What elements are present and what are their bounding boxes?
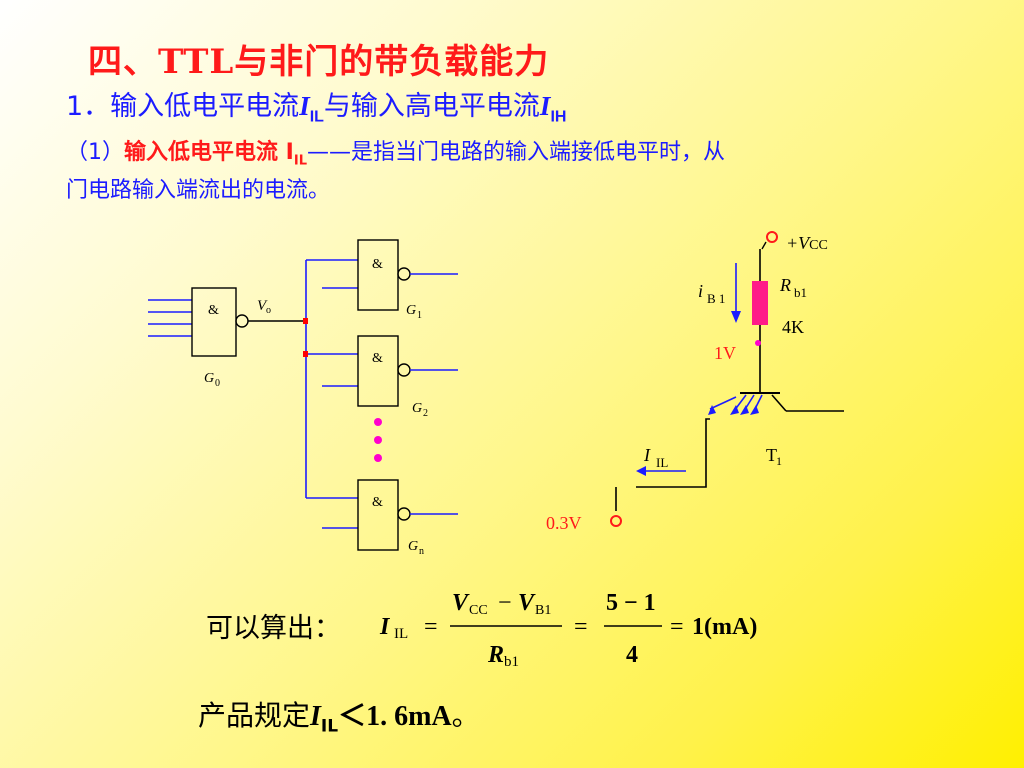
heading-sub2: IH <box>550 108 567 126</box>
gate-g1-symbol: & <box>372 257 383 272</box>
gn-label-sub: n <box>419 546 424 557</box>
gate-g2 <box>357 335 399 407</box>
g1-label-sub: 1 <box>417 310 422 321</box>
rb1-resistor <box>752 281 768 325</box>
iil-arrow-head <box>636 466 646 476</box>
g2-label-sub: 2 <box>423 408 428 419</box>
rb1-label: R <box>779 275 791 295</box>
definition-lead: （1） <box>66 140 124 165</box>
input-voltage: 0.3V <box>546 513 582 533</box>
gate-gn <box>357 479 399 551</box>
gate-g0 <box>191 287 237 357</box>
gate-gn-bubble <box>397 507 411 521</box>
formula-num-a-sub: CC <box>469 603 488 618</box>
node-voltage: 1V <box>714 343 736 363</box>
gate-g0-symbol: & <box>208 303 219 318</box>
note-lead: 产品规定 <box>198 699 311 732</box>
g1-label: G <box>406 303 416 318</box>
ellipsis-dot-3 <box>374 454 382 462</box>
vo-label: V <box>257 298 268 314</box>
g0-input-wires <box>148 299 192 337</box>
iil-formula: I IL = V CC − V B1 R b1 = 5 − 1 4 = 1(mA… <box>379 590 757 670</box>
definition-term: 输入低电平电流 I <box>124 140 294 165</box>
note-value: ＜1. 6mA <box>338 701 452 732</box>
iil-label-sub: IL <box>656 455 668 470</box>
spec-note: 产品规定IIL＜1. 6mA。 <box>198 694 480 737</box>
formula-num-a: V <box>452 590 470 616</box>
ellipsis-dot-2 <box>374 436 382 444</box>
vo-label-sub: o <box>266 305 271 316</box>
formula-eq-2: = <box>574 614 588 640</box>
g0-label-sub: 0 <box>215 378 220 389</box>
t1-collector <box>771 394 787 412</box>
junction-dot-1 <box>303 318 308 324</box>
ib1-label: i <box>698 281 703 301</box>
definition-rest1: ——是指当门电路的输入端接低电平时，从 <box>306 140 725 165</box>
input-wire <box>636 418 710 488</box>
input-stage-diagram: +VCC R b1 4K i B 1 1V T 1 I IL 0.3V <box>546 231 844 533</box>
r-value: 4K <box>782 317 804 337</box>
t1-emitter-arrows <box>708 405 759 415</box>
formula-lead: 可以算出： <box>206 613 341 644</box>
gate-g1 <box>357 239 399 311</box>
ib1-arrow-head <box>731 311 741 323</box>
gate-g0-bubble <box>235 314 249 328</box>
heading-sub1: IL <box>309 108 324 126</box>
fanout-circuit-diagram: & V o G 0 & G 1 & G 2 & G n <box>148 239 458 557</box>
ib1-label-sub: B 1 <box>707 291 725 306</box>
note-sym: I <box>310 701 321 732</box>
formula-lhs: I <box>379 614 391 640</box>
vcc-label-sub: CC <box>809 238 828 253</box>
gn-label: G <box>408 539 418 554</box>
section-heading: 1．输入低电平电流IIL与输入高电平电流IIH <box>66 84 566 126</box>
heading-sym1: I <box>299 91 310 121</box>
formula-minus: − <box>498 590 512 616</box>
heading-prefix: 1．输入低电平电流 <box>66 91 300 122</box>
node-dot <box>755 340 761 346</box>
page-title: 四、TTL与非门的带负载能力 <box>88 42 550 82</box>
vcc-label-main: +V <box>786 233 811 253</box>
formula-lhs-sub: IL <box>394 626 408 642</box>
heading-sym2: I <box>539 91 551 121</box>
g2-label: G <box>412 401 422 416</box>
formula-den: R <box>487 642 504 668</box>
formula-result: 1(mA) <box>692 614 757 640</box>
definition-line-2: 门电路输入端流出的电流。 <box>66 172 330 204</box>
note-end: 。 <box>451 699 480 732</box>
formula-num-b-sub: B1 <box>535 603 551 618</box>
definition-line-1: （1）输入低电平电流 IIL——是指当门电路的输入端接低电平时，从 <box>66 134 725 168</box>
note-sub: IL <box>320 716 339 737</box>
junction-dot-2 <box>303 351 308 357</box>
vcc-terminal <box>766 231 778 243</box>
definition-rest2: 门电路输入端流出的电流。 <box>66 178 331 203</box>
ellipsis-dot-1 <box>374 418 382 426</box>
input-terminal <box>610 515 622 527</box>
formula-eq-1: = <box>424 614 438 640</box>
formula-den-sub: b1 <box>504 654 519 670</box>
gate-g2-bubble <box>397 363 411 377</box>
vcc-label: +VCC <box>786 233 828 253</box>
fanout-bus <box>305 259 358 529</box>
t1-label-sub: 1 <box>776 454 782 468</box>
iil-label: I <box>643 445 651 465</box>
t1-label: T <box>766 445 777 465</box>
gate-g1-bubble <box>397 267 411 281</box>
formula-num2: 5 − 1 <box>606 590 656 616</box>
formula-num-b: V <box>518 590 536 616</box>
formula-eq-3: = <box>670 614 684 640</box>
g0-label: G <box>204 371 214 386</box>
heading-mid: 与输入高电平电流 <box>323 91 540 122</box>
formula-den2: 4 <box>626 642 638 668</box>
definition-term-sub: IL <box>293 153 307 169</box>
rb1-label-sub: b1 <box>794 285 807 300</box>
vcc-lead <box>761 241 767 250</box>
gate-g2-symbol: & <box>372 351 383 366</box>
gate-gn-symbol: & <box>372 495 383 510</box>
